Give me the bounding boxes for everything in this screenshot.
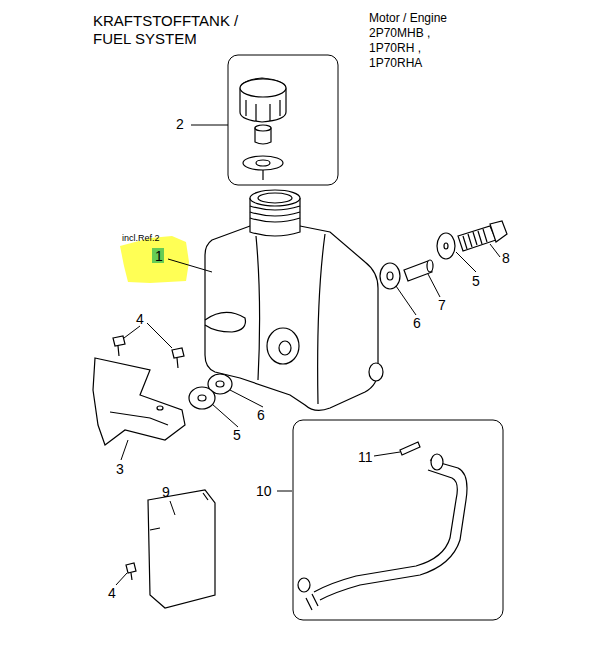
fuel-tank xyxy=(318,234,325,404)
leader-lines xyxy=(116,573,127,585)
leader-lines xyxy=(490,244,500,257)
callout-number: 3 xyxy=(116,462,124,477)
fuel-tank xyxy=(369,363,383,381)
leader-lines xyxy=(116,125,500,585)
reference-note: incl.Ref.2 xyxy=(122,234,160,244)
frames xyxy=(293,420,503,620)
fuel-tank xyxy=(267,328,299,364)
cover-plate xyxy=(148,490,215,608)
fuel-tank xyxy=(205,312,245,332)
fuel-cap xyxy=(240,78,286,180)
fuel-cap xyxy=(256,160,270,166)
fuel-hose xyxy=(320,460,467,600)
callout-number: 11 xyxy=(358,450,373,465)
bolt-washers xyxy=(437,233,455,259)
leader-lines xyxy=(230,390,263,407)
fuel-cap xyxy=(262,170,263,180)
fuel-cap xyxy=(243,156,283,170)
bracket xyxy=(110,412,168,425)
bracket xyxy=(93,358,185,445)
engine-label: Motor / Engine xyxy=(369,12,447,25)
screws-washers xyxy=(216,381,224,387)
bolt-washers xyxy=(444,243,448,249)
leader-lines xyxy=(170,501,175,515)
callout-number: 1 xyxy=(155,249,163,264)
callout-number: 7 xyxy=(438,298,446,313)
fuel-hose xyxy=(298,442,467,610)
fuel-hose xyxy=(431,454,443,470)
screws-washers xyxy=(172,348,184,358)
bracket xyxy=(157,406,163,410)
fuel-hose xyxy=(314,470,457,592)
fuel-cap xyxy=(255,125,271,131)
fuel-tank xyxy=(205,226,378,410)
callout-number: 4 xyxy=(108,586,116,601)
fuel-cap xyxy=(246,100,280,121)
callout-number: 6 xyxy=(257,408,265,423)
leader-lines xyxy=(168,259,212,272)
highlight xyxy=(120,236,189,283)
fuel-tank xyxy=(256,236,260,380)
fuel-tank xyxy=(258,193,292,203)
cover-plate xyxy=(150,493,208,530)
callout-number: 5 xyxy=(472,274,480,289)
highlight xyxy=(120,236,189,283)
fuel-hose xyxy=(298,578,310,592)
screws-washers xyxy=(118,346,119,356)
leader-lines xyxy=(121,440,128,460)
leader-lines xyxy=(147,323,172,348)
bolt-washers xyxy=(387,272,393,280)
cover-plate xyxy=(131,573,132,580)
callout-number: 8 xyxy=(502,251,510,266)
engine-model: 1P70RH , xyxy=(369,42,421,55)
screws-washers xyxy=(177,358,178,368)
screws-washers xyxy=(113,336,125,346)
leader-lines xyxy=(277,491,292,492)
leader-lines xyxy=(124,326,140,338)
engine-model: 2P70MHB , xyxy=(369,27,430,40)
bolt-washers xyxy=(380,221,507,289)
callout-number: 6 xyxy=(413,316,421,331)
fuel-cap xyxy=(240,78,286,122)
leader-lines xyxy=(191,125,228,126)
frames xyxy=(228,55,338,185)
cover-plate xyxy=(126,490,215,608)
fuel-tank xyxy=(205,190,383,410)
callout-number: 9 xyxy=(162,485,170,500)
bolt-washers xyxy=(380,263,400,289)
leader-lines xyxy=(396,286,416,315)
screws-washers xyxy=(189,387,215,409)
fuel-hose xyxy=(306,594,318,610)
callout-number: 5 xyxy=(233,428,241,443)
bolt-washers xyxy=(463,229,487,249)
engine-model: 1P70RHA xyxy=(369,57,422,70)
callout-number: 10 xyxy=(256,484,272,499)
bolt-washers xyxy=(490,221,507,242)
bolt-washers xyxy=(427,260,433,272)
leader-lines xyxy=(456,252,476,272)
cover-plate xyxy=(126,563,136,573)
leader-lines xyxy=(212,404,238,427)
callout-number: 2 xyxy=(176,117,184,132)
fuel-tank xyxy=(250,190,300,206)
leader-lines xyxy=(374,452,400,456)
bolt-washers xyxy=(404,261,432,281)
fuel-tank xyxy=(250,206,300,222)
bracket xyxy=(93,358,185,445)
fuel-hose xyxy=(400,442,420,455)
diagram-title: KRAFTSTOFFTANK / FUEL SYSTEM xyxy=(93,12,273,48)
fuel-tank xyxy=(279,341,291,355)
fuel-cap xyxy=(240,79,286,97)
screws-washers xyxy=(198,395,206,401)
callout-number: 4 xyxy=(136,312,144,327)
leader-lines xyxy=(428,274,440,297)
bolt-washers xyxy=(458,226,496,251)
